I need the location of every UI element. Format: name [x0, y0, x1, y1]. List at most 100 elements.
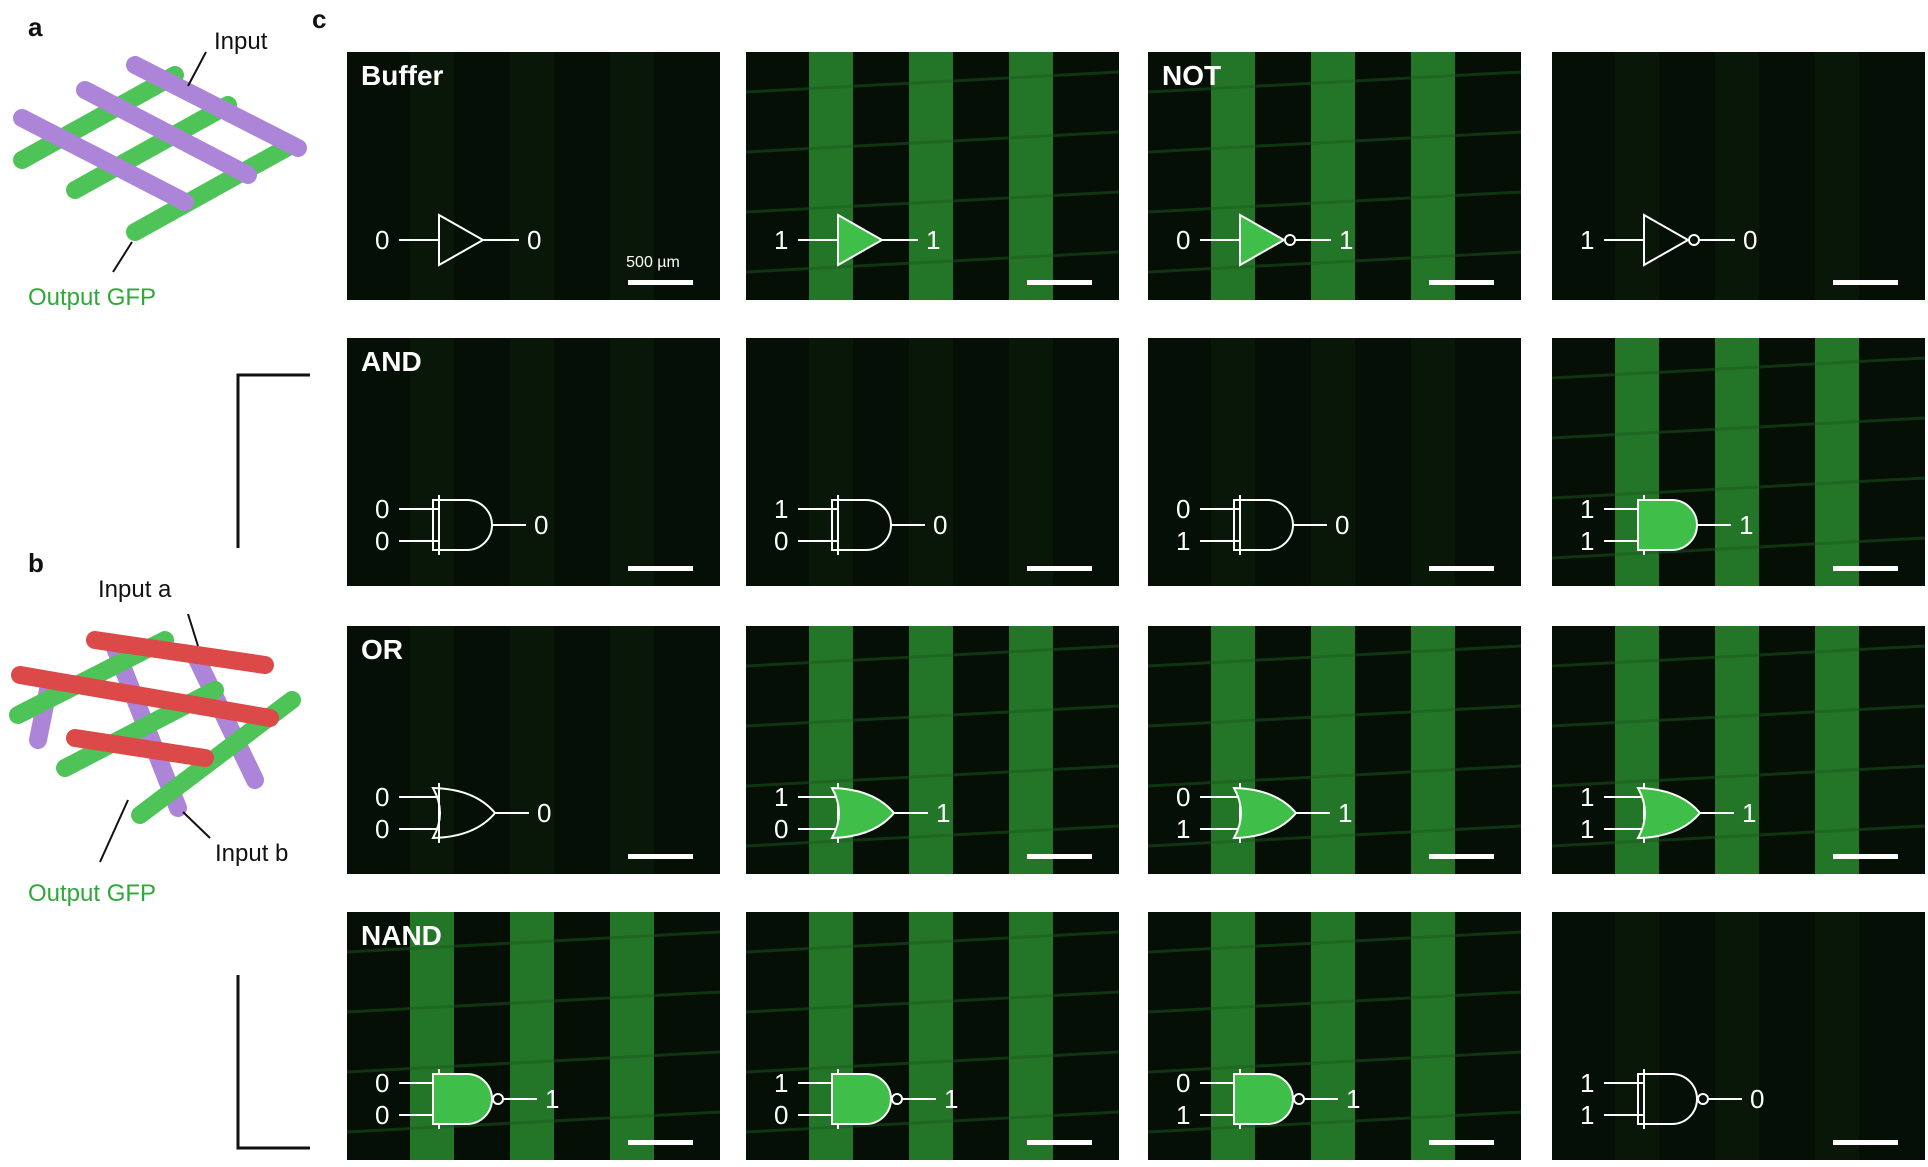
- gate-title: NAND: [361, 920, 442, 951]
- input-b-value: 1: [1176, 526, 1190, 556]
- fluorescence-stripes: [347, 912, 720, 1160]
- input-value: 0: [375, 225, 389, 255]
- gate-title: AND: [361, 346, 422, 377]
- fluorescence-stripes: [410, 52, 654, 300]
- scale-bar: [1027, 566, 1092, 571]
- scale-bar: [1429, 566, 1494, 571]
- or-gate-symbol: 000: [375, 782, 551, 844]
- output-value: 1: [926, 225, 940, 255]
- and-gate-symbol: 111: [1580, 494, 1753, 556]
- fluorescence-stripes: [1552, 626, 1925, 874]
- and-gate-symbol: 100: [774, 494, 947, 556]
- input-a-value: 1: [1580, 1068, 1594, 1098]
- and-gate-symbol: 000: [375, 494, 548, 556]
- schematic-b-lattice: [9, 613, 301, 863]
- scale-bar: [1833, 854, 1898, 859]
- output-value: 1: [1339, 225, 1353, 255]
- input-a-value: 1: [1580, 782, 1594, 812]
- input-b-value: 1: [1176, 1100, 1190, 1130]
- input-a-value: 0: [375, 1068, 389, 1098]
- input-a-value: 0: [1176, 494, 1190, 524]
- output-value: 0: [1743, 225, 1757, 255]
- gate-title: OR: [361, 634, 403, 665]
- output-value: 0: [1750, 1084, 1764, 1114]
- or-gate-symbol: 101: [774, 782, 950, 844]
- panel-label-b: b: [28, 548, 44, 578]
- input-a-value: 1: [774, 1068, 788, 1098]
- or-gate-symbol: 011: [1176, 782, 1352, 844]
- output-value: 1: [936, 798, 950, 828]
- output-value: 0: [527, 225, 541, 255]
- input-a-label: Input a: [98, 576, 172, 603]
- fluorescence-stripes: [809, 338, 1053, 586]
- input-a-value: 0: [375, 494, 389, 524]
- schematic-a-lattice: [13, 51, 307, 273]
- input-a-value: 0: [1176, 1068, 1190, 1098]
- input-b-value: 1: [1580, 1100, 1594, 1130]
- panel-label-a: a: [28, 12, 43, 42]
- output-gfp-label-a: Output GFP: [28, 284, 157, 311]
- input-a-value: 1: [774, 494, 788, 524]
- output-gfp-label-b: Output GFP: [28, 880, 157, 907]
- input-b-value: 0: [375, 814, 389, 844]
- gate-title: NOT: [1162, 60, 1222, 91]
- fluorescence-stripes: [1211, 338, 1455, 586]
- or-gate-symbol: 111: [1580, 782, 1756, 844]
- fluorescence-stripes: [746, 912, 1119, 1160]
- scale-bar: [1429, 854, 1494, 859]
- input-label-a: Input: [214, 28, 268, 55]
- input-value: 0: [1176, 225, 1190, 255]
- scale-bar: [628, 1140, 693, 1145]
- nand-gate-symbol: 11 0: [1580, 1068, 1764, 1130]
- input-a-value: 0: [375, 782, 389, 812]
- scale-bar: [628, 854, 693, 859]
- lattice-schematics: [9, 51, 310, 1150]
- input-b-value: 0: [774, 1100, 788, 1130]
- scale-bar: [1027, 854, 1092, 859]
- nand-gate-symbol: 101: [774, 1068, 958, 1130]
- nand-gate-symbol: 011: [1176, 1068, 1360, 1130]
- row-brackets: [236, 373, 310, 1150]
- output-value: 1: [1739, 510, 1753, 540]
- scale-bar: [1429, 1140, 1494, 1145]
- input-a-value: 1: [774, 782, 788, 812]
- scale-bar-label: 500 µm: [626, 254, 680, 271]
- input-b-value: 1: [1176, 814, 1190, 844]
- fluorescence-stripes: [1148, 626, 1521, 874]
- scale-bar: [1027, 1140, 1092, 1145]
- output-value: 0: [534, 510, 548, 540]
- input-value: 1: [774, 225, 788, 255]
- fluorescence-stripes: [1148, 912, 1521, 1160]
- output-value: 1: [1742, 798, 1756, 828]
- output-value: 0: [537, 798, 551, 828]
- nand-gate-symbol: 00 1: [375, 1068, 559, 1130]
- input-a-value: 1: [1580, 494, 1594, 524]
- scale-bar: [628, 280, 693, 285]
- input-b-value: 0: [375, 1100, 389, 1130]
- scale-bar: [1027, 280, 1092, 285]
- input-b-value: 1: [1580, 814, 1594, 844]
- scale-bar: [628, 566, 693, 571]
- output-value: 1: [545, 1084, 559, 1114]
- input-b-value: 0: [774, 814, 788, 844]
- scale-bar: [1833, 566, 1898, 571]
- output-value: 0: [1335, 510, 1349, 540]
- gate-title: Buffer: [361, 60, 444, 91]
- micrograph-panel: NOT 0 1: [1148, 52, 1521, 300]
- scale-bar: [1833, 280, 1898, 285]
